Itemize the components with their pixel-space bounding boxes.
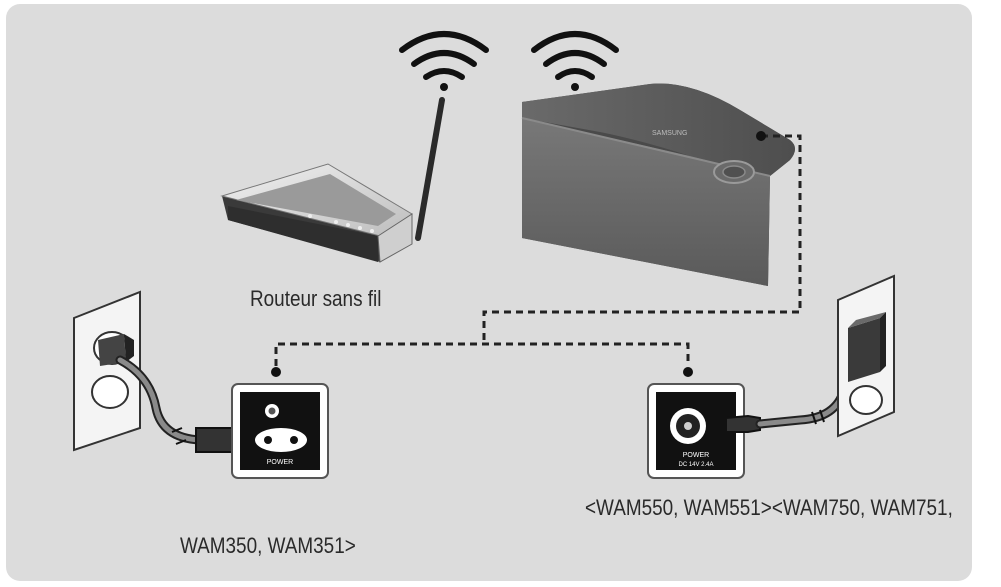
power-port-label: POWER	[683, 452, 709, 459]
model-label-left: WAM350, WAM351>	[180, 533, 356, 558]
connector-dot	[271, 367, 281, 377]
wireless-router	[220, 97, 445, 263]
power-port-label: POWER	[267, 459, 293, 466]
dashed-connector	[274, 134, 802, 366]
power-cable-left	[115, 355, 241, 453]
router-label: Routeur sans fil	[250, 286, 382, 311]
power-rating-label: DC 14V 2.4A	[678, 462, 713, 468]
speaker-logo: SAMSUNG	[652, 130, 687, 137]
wall-outlet-left	[73, 290, 141, 452]
power-port-left: POWER	[231, 383, 329, 479]
connector-dot	[756, 131, 766, 141]
diagram-panel	[6, 4, 972, 581]
wifi-icon	[399, 31, 489, 91]
model-label-right: <WAM550, WAM551><WAM750, WAM751,	[585, 495, 953, 520]
power-port-right: POWER DC 14V 2.4A	[647, 383, 745, 479]
wifi-icon	[531, 31, 619, 91]
connector-dot	[683, 367, 693, 377]
speaker: SAMSUNG	[521, 83, 795, 286]
wall-outlet-right	[837, 274, 895, 438]
